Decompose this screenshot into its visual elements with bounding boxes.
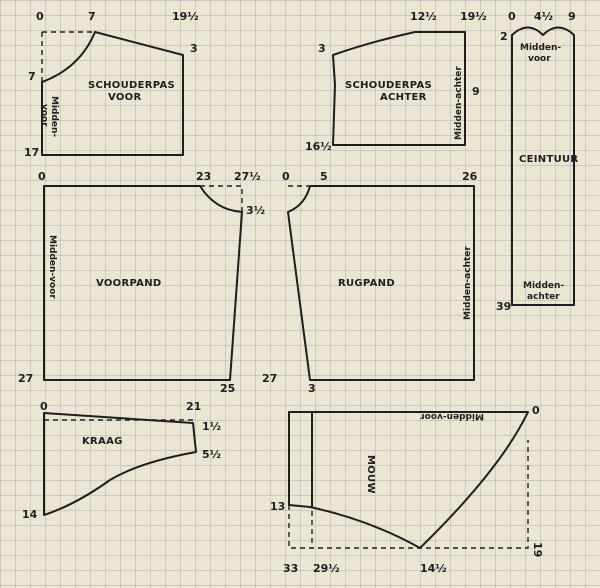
mark: 0 [282,170,290,183]
mark: 3 [190,42,198,55]
schouderpas-achter-label-2: ACHTER [380,92,427,103]
schouderpas-voor-label-1: SCHOUDERPAS [88,80,175,91]
mark: 12½ [410,10,437,23]
mark: 2 [500,30,508,43]
mark: 19½ [172,10,199,23]
mark: 14½ [420,562,447,575]
mark: 27 [262,372,277,385]
mark: 0 [508,10,516,23]
mark: 0 [532,404,540,417]
mouw-top-label: Midden-voor [420,411,484,421]
mark: 5 [320,170,328,183]
mark: 17 [24,146,39,159]
mark: 19½ [460,10,487,23]
kraag-label: KRAAG [82,436,123,447]
mark: 9 [472,85,480,98]
schouderpas-voor-side-1: Midden- [49,96,59,137]
mark: 25 [220,382,235,395]
mark: 3 [318,42,326,55]
mark: 7 [88,10,96,23]
schouderpas-achter-side: Midden-achter [454,66,464,140]
mark: 7 [28,70,36,83]
piece-rugpand: RUGPAND Midden-achter 0 5 26 27 3 [262,170,478,395]
rugpand-label: RUGPAND [338,278,395,289]
mark: 33 [283,562,298,575]
mark: 39 [496,300,511,313]
rugpand-side: Midden-achter [463,246,473,320]
piece-schouderpas-achter: SCHOUDERPAS ACHTER Midden-achter 12½ 19½… [305,10,487,153]
mark: 0 [40,400,48,413]
piece-ceintuur: Midden- voor CEINTUUR Midden- achter 0 4… [496,10,578,313]
mark: 3 [308,382,316,395]
mark: 27 [18,372,33,385]
schouderpas-voor-side-2: voor [39,104,49,127]
mark: 23 [196,170,211,183]
mark: 29½ [313,562,340,575]
ceintuur-label: CEINTUUR [519,154,578,165]
schouderpas-achter-label-1: SCHOUDERPAS [345,80,432,91]
piece-schouderpas-voor: SCHOUDERPAS VOOR Midden- voor 0 7 19½ 3 … [24,10,199,159]
mark: 26 [462,170,478,183]
mark: 1½ [202,420,221,433]
piece-mouw: Midden-voor MOUW 0 13 33 29½ 14½ 19 [270,404,544,575]
ceintuur-bottom-2: achter [527,292,560,302]
ceintuur-top-1: Midden- [520,43,561,53]
ceintuur-bottom-1: Midden- [523,281,564,291]
mark: 0 [38,170,46,183]
mark: 19 [531,542,544,557]
voorpand-label: VOORPAND [96,278,162,289]
mark: 21 [186,400,201,413]
piece-voorpand: VOORPAND Midden-voor 0 23 27½ 3½ 27 25 [18,170,265,395]
mark: 5½ [202,448,221,461]
mark: 4½ [534,10,553,23]
mark: 16½ [305,140,332,153]
mark: 27½ [234,170,261,183]
mark: 14 [22,508,38,521]
mark: 0 [36,10,44,23]
ceintuur-top-2: voor [528,54,551,64]
mark: 3½ [246,204,265,217]
piece-kraag: KRAAG 0 21 1½ 5½ 14 [22,400,221,521]
voorpand-side: Midden-voor [47,235,57,299]
mark: 9 [568,10,576,23]
mark: 13 [270,500,285,513]
schouderpas-voor-label-2: VOOR [108,92,141,103]
mouw-label: MOUW [365,455,376,494]
